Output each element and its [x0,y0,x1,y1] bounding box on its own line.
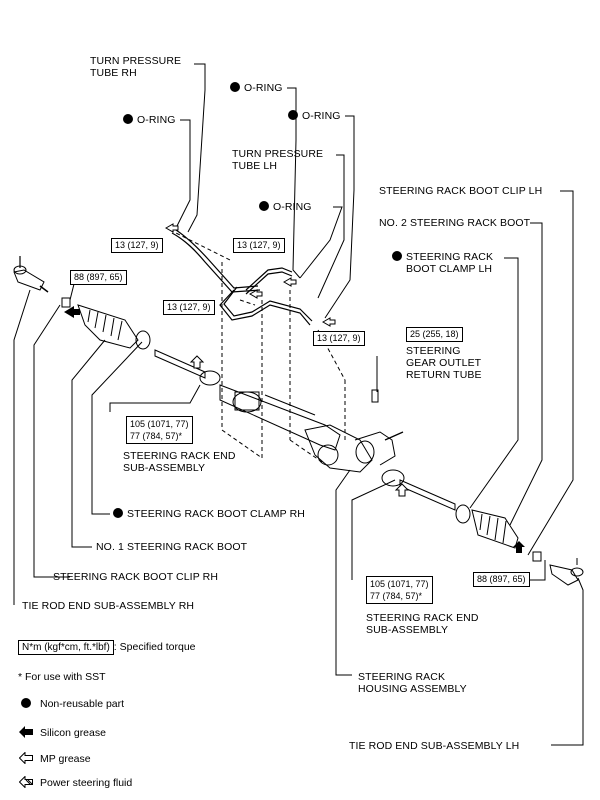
torque-box-8: 105 (1071, 77) 77 (784, 57)* [366,576,433,604]
legend-nonreusable: Non-reusable part [18,698,124,710]
torque-box-2: 13 (127, 9) [233,238,285,253]
legend-silicon: Silicon grease [18,726,106,739]
legend-mp: MP grease [18,751,91,765]
torque-key-box: N*m (kgf*cm, ft.*lbf) [18,640,114,655]
label-housing: STEERING RACK HOUSING ASSEMBLY [358,671,467,695]
label-rack-end-lh: STEERING RACK END SUB-ASSEMBLY [366,612,479,636]
label-turn-pressure-tube-lh: TURN PRESSURE TUBE LH [232,148,324,172]
non-reusable-dot-icon [113,508,123,518]
label-tie-rod-rh: TIE ROD END SUB-ASSEMBLY RH [22,600,195,612]
label-boot-clip-lh: STEERING RACK BOOT CLIP LH [379,185,543,197]
torque-box-1: 13 (127, 9) [111,238,163,253]
legend-sst: * For use with SST [18,671,106,683]
torque-box-9: 88 (897, 65) [473,572,530,587]
non-reusable-dot-icon [230,82,240,92]
label-o-ring-3: O-RING [288,110,341,122]
label-tie-rod-lh: TIE ROD END SUB-ASSEMBLY LH [349,740,520,752]
non-reusable-dot-icon [21,698,31,708]
torque-box-7: 105 (1071, 77) 77 (784, 57)* [126,416,193,444]
non-reusable-dot-icon [123,114,133,124]
mp-grease-arrow-icon [18,751,34,765]
legend-torque: N*m (kgf*cm, ft.*lbf): Specified torque [18,640,196,655]
label-boot-clip-rh: STEERING RACK BOOT CLIP RH [53,571,218,583]
label-turn-pressure-tube-rh: TURN PRESSURE TUBE RH [90,55,182,79]
non-reusable-dot-icon [288,110,298,120]
label-no2-boot: NO. 2 STEERING RACK BOOT [379,217,531,229]
power-steering-fluid-arrow-icon [18,775,34,789]
label-boot-clamp-rh: STEERING RACK BOOT CLAMP RH [113,508,305,520]
label-boot-clamp-lh: STEERING RACK BOOT CLAMP LH [392,251,493,275]
label-no1-boot: NO. 1 STEERING RACK BOOT [96,541,248,553]
torque-box-5: 88 (897, 65) [70,270,127,285]
label-return-tube: STEERING GEAR OUTLET RETURN TUBE [406,345,482,381]
torque-box-3: 13 (127, 9) [163,300,215,315]
non-reusable-dot-icon [392,251,402,261]
label-o-ring-1: O-RING [230,82,283,94]
torque-box-6: 25 (255, 18) [406,327,463,342]
label-rack-end-rh: STEERING RACK END SUB-ASSEMBLY [123,450,236,474]
non-reusable-dot-icon [259,201,269,211]
label-o-ring-4: O-RING [259,201,312,213]
legend-psf: Power steering fluid [18,775,132,789]
silicon-grease-arrow-icon [18,726,34,739]
torque-box-4: 13 (127, 9) [313,331,365,346]
label-o-ring-2: O-RING [123,114,176,126]
